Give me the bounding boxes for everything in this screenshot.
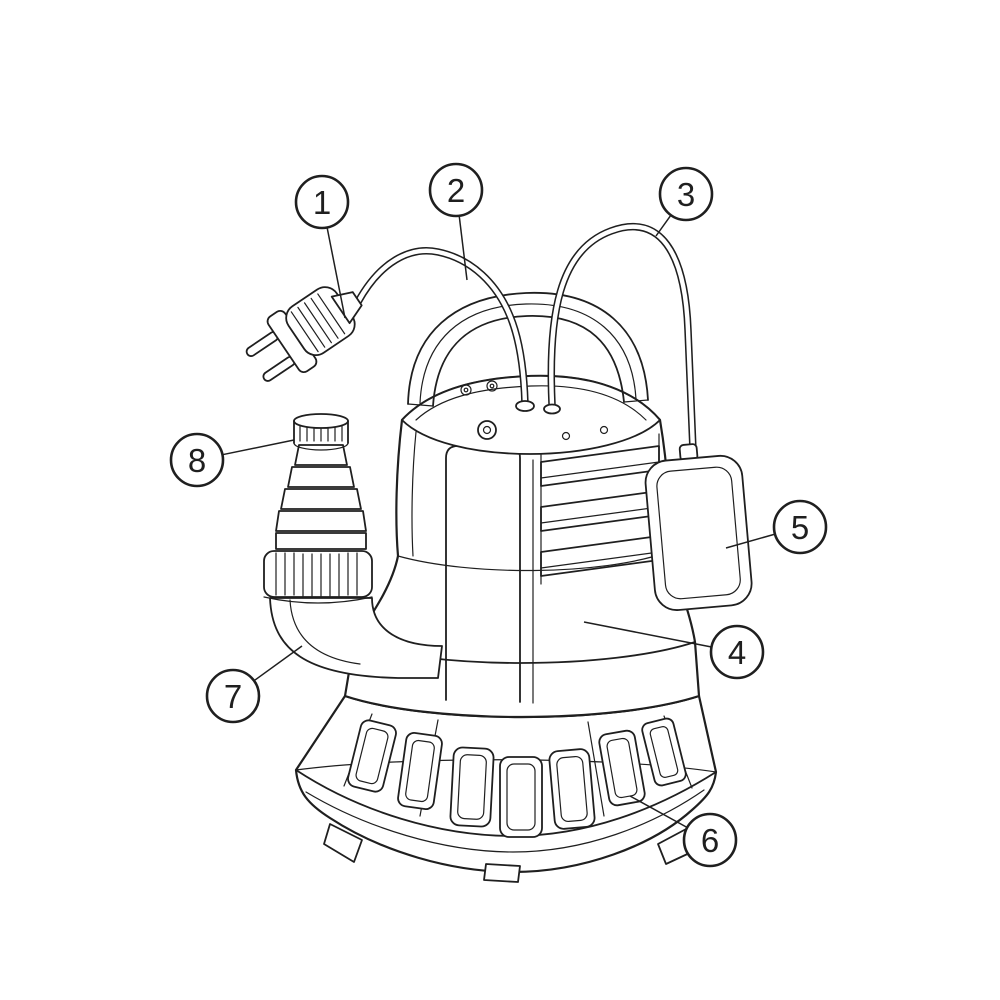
power-plug — [245, 286, 363, 382]
callout-hose-connector: 8 — [169, 432, 295, 488]
power-cable — [354, 247, 529, 408]
callout-circle — [294, 174, 350, 230]
step-ring — [287, 466, 355, 488]
callout-number: 3 — [677, 176, 695, 213]
callout-circle — [658, 166, 714, 222]
strainer-slot — [397, 731, 443, 811]
callout-circle — [772, 499, 828, 555]
callout-leader-line — [629, 795, 688, 829]
float-switch — [644, 443, 753, 611]
cable-glands — [515, 400, 561, 415]
thread-bottom — [293, 442, 349, 451]
callout-leader-line — [583, 621, 712, 648]
callout-number: 8 — [188, 442, 206, 479]
pump-illustration — [245, 222, 753, 883]
step-ring — [275, 510, 367, 532]
elbow-pipe — [269, 597, 443, 679]
vent-inner-lines — [540, 461, 660, 569]
strainer-slot — [598, 729, 646, 807]
float-inner-panel — [656, 466, 741, 600]
step-ring — [280, 488, 362, 510]
strainer-slot — [449, 746, 495, 828]
handle-screw — [460, 384, 472, 396]
cover-screw — [561, 431, 571, 441]
callout-power-plug: 1 — [294, 174, 350, 319]
callout-leader-line — [222, 439, 295, 456]
housing-inner-left — [411, 431, 417, 557]
handle-screw — [486, 380, 498, 392]
handle-outer — [407, 292, 649, 405]
suction-base — [294, 694, 718, 883]
shoulder-inner-rim — [415, 385, 647, 421]
float-switch-cable — [547, 222, 697, 454]
callout-leader-line — [655, 214, 672, 237]
callout-number: 5 — [791, 509, 809, 546]
carry-handle — [407, 292, 649, 407]
strainer-slot — [347, 719, 397, 793]
callout-suction-base: 6 — [629, 795, 738, 868]
collar-nut — [263, 550, 373, 598]
hose-connector — [263, 413, 373, 604]
callout-number: 6 — [701, 822, 719, 859]
float-body — [644, 454, 753, 611]
thread-knurl — [299, 422, 343, 442]
vent-cap — [477, 420, 497, 440]
power-cable-core — [355, 248, 528, 407]
callout-circle — [169, 432, 225, 488]
handle-inner — [432, 315, 625, 407]
power-cable-gland — [515, 400, 535, 412]
float-cable-gland — [543, 403, 561, 415]
callout-float-switch: 5 — [725, 499, 828, 555]
callout-leader-line — [253, 645, 303, 682]
strainer-slot — [499, 756, 543, 838]
callout-circle — [205, 668, 261, 724]
thread-sides — [293, 420, 349, 444]
collar-bottom-curve — [263, 596, 373, 604]
strainer-slot — [641, 717, 687, 787]
waist-line — [397, 551, 669, 572]
callout-pump-housing: 4 — [583, 621, 765, 680]
callout-circle — [709, 624, 765, 680]
plug-ridges — [290, 293, 346, 353]
callout-number: 7 — [224, 678, 242, 715]
callout-float-switch-cable: 3 — [655, 166, 714, 237]
callout-layer: 1 2 3 4 5 6 7 8 — [169, 162, 828, 868]
base-foot — [483, 863, 521, 883]
vent-cap-center — [482, 425, 492, 435]
float-cable-core — [549, 224, 696, 453]
callout-circle — [428, 162, 484, 218]
discharge-elbow — [269, 597, 443, 679]
collar-ribs — [275, 552, 358, 598]
callout-number: 4 — [728, 634, 746, 671]
callout-number: 2 — [447, 172, 465, 209]
base-inner-rim — [305, 789, 705, 853]
handle-screw-center — [463, 387, 469, 393]
handle-screw-center — [489, 383, 495, 389]
cover-screw — [599, 425, 609, 435]
step-ring — [294, 444, 348, 466]
callout-leader-line — [326, 227, 346, 319]
strainer-slot — [548, 748, 596, 830]
handle-ends — [407, 399, 649, 407]
handle-mid — [419, 303, 637, 404]
callout-leader-line — [725, 533, 776, 549]
callout-circle — [682, 812, 738, 868]
elbow-curve-line — [289, 599, 361, 665]
callout-discharge-elbow: 7 — [205, 645, 303, 724]
connector-neck — [275, 532, 367, 550]
callout-power-cable: 2 — [428, 162, 484, 281]
callout-leader-line — [458, 215, 468, 281]
thread-top — [293, 413, 349, 429]
callout-number: 1 — [313, 184, 331, 221]
base-foot — [323, 823, 363, 863]
